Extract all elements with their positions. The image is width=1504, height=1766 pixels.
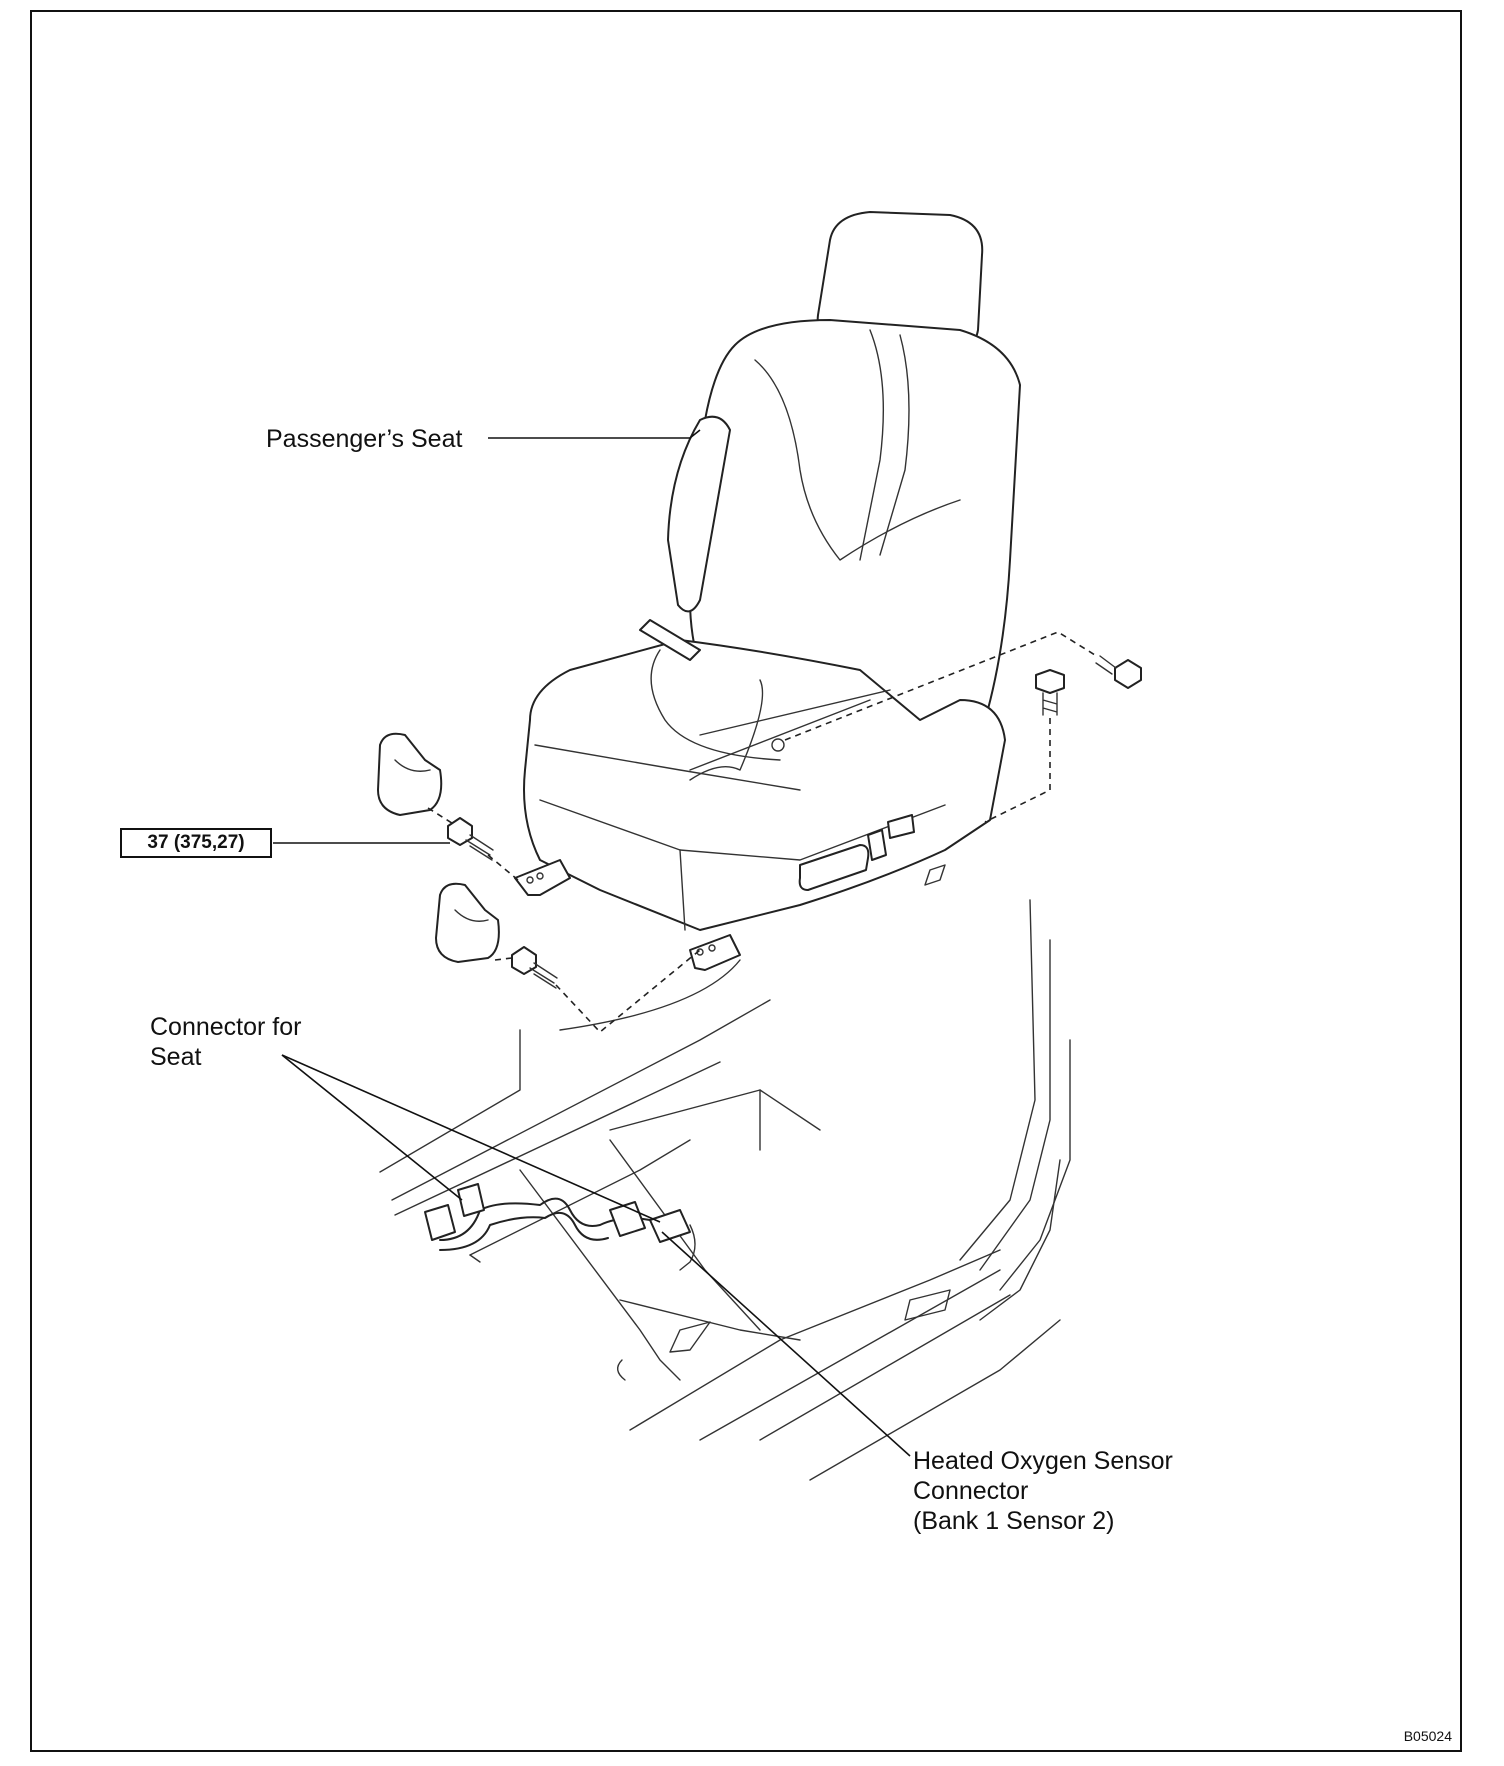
heated-oxygen-sensor-connector-label: Heated Oxygen Sensor Connector (Bank 1 S… [913, 1446, 1253, 1536]
rail-covers [377, 732, 500, 963]
o2-label-line2: Connector [913, 1477, 1029, 1505]
o2-label-line3: (Bank 1 Sensor 2) [913, 1507, 1115, 1535]
o2-label-line1: Heated Oxygen Sensor [913, 1447, 1173, 1475]
figure-code: B05024 [1403, 1728, 1452, 1744]
bolts [447, 655, 1142, 989]
connector-for-seat-label: Connector for Seat [150, 1013, 302, 1071]
wire-harness [424, 1183, 696, 1271]
passenger-seat-drawing [514, 211, 1021, 971]
installation-guides [427, 631, 1096, 1034]
diagram-frame [30, 10, 1462, 1752]
torque-spec-box: 37 (375,27) [120, 828, 272, 858]
floor-panel [379, 899, 1071, 1481]
leader-lines [273, 429, 911, 1457]
passenger-seat-label: Passenger’s Seat [266, 425, 463, 453]
